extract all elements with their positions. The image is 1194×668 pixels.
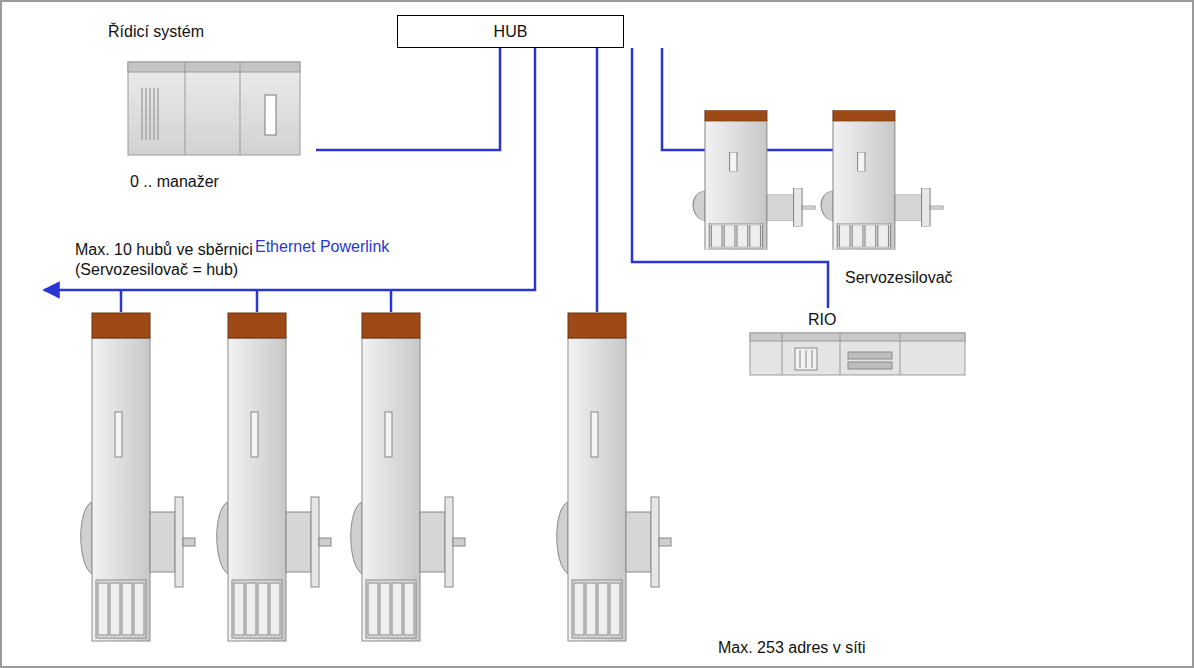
network-cable: [632, 48, 828, 308]
plc-illustration: [128, 62, 300, 155]
hub-box: HUB: [397, 15, 624, 48]
note: Max. 10 hubů ve sběrnici (Servozesilovač…: [75, 240, 290, 280]
network-wire: [44, 48, 833, 312]
node-role: 0 .. manažer: [130, 172, 316, 192]
node-heading: RIO: [808, 310, 981, 330]
remote-io: RIO: [750, 308, 981, 376]
rio-illustration: [750, 333, 965, 375]
hub-text: HUB: [398, 16, 623, 47]
network-cable: [316, 48, 500, 150]
control-system: Řídicí systém 0 .. manažer: [100, 22, 316, 192]
device-label: Servozesilovač: [845, 268, 953, 288]
servo-drive: [81, 110, 943, 641]
network-name: Ethernet Powerlink: [255, 237, 389, 257]
node-heading: Řídicí systém: [108, 22, 316, 42]
note: Max. 253 adres v síti: [718, 638, 866, 658]
